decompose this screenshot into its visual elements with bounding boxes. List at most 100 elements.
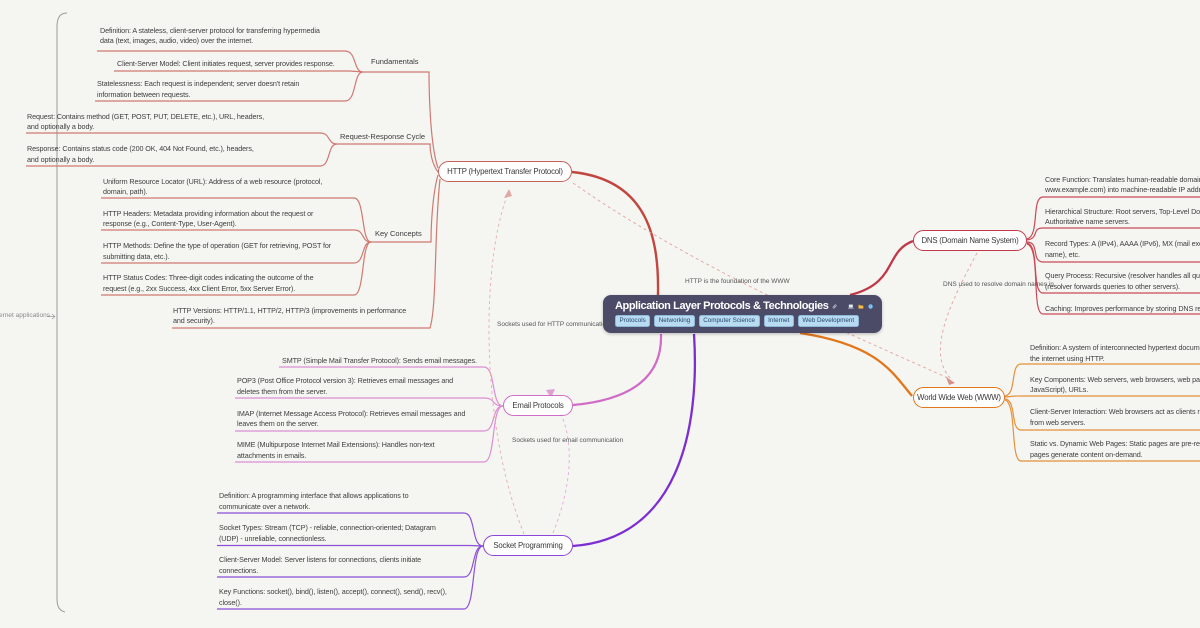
leaf-http-statelessness-line-1: information between requests. xyxy=(97,89,191,99)
leaf-http-headers-line-0: HTTP Headers: Metadata providing informa… xyxy=(103,208,314,218)
leaf-http-versions[interactable]: HTTP Versions: HTTP/1.1, HTTP/2, HTTP/3 … xyxy=(173,306,406,328)
topic-www[interactable]: World Wide Web (WWW) xyxy=(913,387,1005,408)
leaf-socket-client-server-line-1: connections. xyxy=(219,565,259,575)
leaf-www-client-server-interaction[interactable]: Client-Server Interaction: Web browsers … xyxy=(1030,407,1200,429)
tag-internet[interactable]: Internet xyxy=(763,315,794,327)
leaf-dns-record-types[interactable]: Record Types: A (IPv4), AAAA (IPv6), MX … xyxy=(1045,239,1200,261)
leaf-dns-query-process-line-0: Query Process: Recursive (resolver handl… xyxy=(1045,271,1200,280)
leaf-www-client-server-interaction-line-0: Client-Server Interaction: Web browsers … xyxy=(1030,407,1200,416)
leaf-www-static-dynamic[interactable]: Static vs. Dynamic Web Pages: Static pag… xyxy=(1030,439,1200,461)
central-to-socket-link xyxy=(572,333,697,548)
leaf-http-versions-line-0: HTTP Versions: HTTP/1.1, HTTP/2, HTTP/3 … xyxy=(173,305,407,315)
topic-socket-label: Socket Programming xyxy=(493,541,563,550)
leaf-http-status-codes-line-1: request (e.g., 2xx Success, 4xx Client E… xyxy=(103,283,296,293)
leaf-http-request[interactable]: Request: Contains method (GET, POST, PUT… xyxy=(27,112,264,134)
leaf-socket-client-server[interactable]: Client-Server Model: Server listens for … xyxy=(219,555,421,577)
leaf-dns-query-process[interactable]: Query Process: Recursive (resolver handl… xyxy=(1045,271,1200,293)
arrowhead-http xyxy=(504,189,512,198)
leaf-dns-caching[interactable]: Caching: Improves performance by storing… xyxy=(1045,304,1200,315)
central-to-http-link xyxy=(571,170,660,296)
leaf-email-pop3[interactable]: POP3 (Post Office Protocol version 3): R… xyxy=(237,376,453,398)
leaf-http-request-line-0: Request: Contains method (GET, POST, PUT… xyxy=(27,111,265,121)
leaf-http-client-server-model[interactable]: Client-Server Model: Client initiates re… xyxy=(117,59,335,70)
subtopic-key-concepts[interactable]: Key Concepts xyxy=(375,229,422,238)
leaf-www-definition[interactable]: Definition: A system of interconnected h… xyxy=(1030,343,1200,365)
topic-socket-programming[interactable]: Socket Programming xyxy=(483,535,573,556)
leaf-dns-hierarchical-structure-line-0: Hierarchical Structure: Root servers, To… xyxy=(1045,206,1200,216)
leaf-http-url-line-0: Uniform Resource Locator (URL): Address … xyxy=(103,176,323,186)
summary-bracket xyxy=(47,12,68,613)
leaf-email-mime-line-0: MIME (Multipurpose Internet Mail Extensi… xyxy=(237,440,435,449)
tag-web-development[interactable]: Web Development xyxy=(797,315,859,327)
leaf-http-response[interactable]: Response: Contains status code (200 OK, … xyxy=(27,144,254,166)
socket-branch-lines xyxy=(217,512,484,610)
leaf-dns-record-types-line-0: Record Types: A (IPv4), AAAA (IPv6), MX … xyxy=(1045,239,1200,248)
link-socket-to-email xyxy=(550,396,570,534)
leaf-dns-hierarchical-structure[interactable]: Hierarchical Structure: Root servers, To… xyxy=(1045,207,1200,229)
leaf-email-mime[interactable]: MIME (Multipurpose Internet Mail Extensi… xyxy=(237,440,435,462)
tag-protocols[interactable]: Protocols xyxy=(615,315,651,327)
central-to-email-link xyxy=(572,333,663,407)
leaf-http-statelessness-line-0: Statelessness: Each request is independe… xyxy=(97,79,300,88)
leaf-www-key-components[interactable]: Key Components: Web servers, web browser… xyxy=(1030,375,1200,397)
leaf-http-url[interactable]: Uniform Resource Locator (URL): Address … xyxy=(103,177,322,199)
leaf-dns-record-types-line-1: name), etc. xyxy=(1045,249,1080,259)
leaf-socket-definition[interactable]: Definition: A programming interface that… xyxy=(219,491,409,513)
http-branch-lines xyxy=(26,50,441,329)
leaf-http-methods[interactable]: HTTP Methods: Define the type of operati… xyxy=(103,241,331,263)
leaf-http-methods-line-1: submitting data, etc.). xyxy=(103,251,170,261)
leaf-http-definition-line-1: data (text, images, audio, video) over t… xyxy=(100,36,254,46)
leaf-email-smtp[interactable]: SMTP (Simple Mail Transfer Protocol): Se… xyxy=(282,356,477,367)
topic-http[interactable]: HTTP (Hypertext Transfer Protocol) xyxy=(438,161,572,182)
leaf-http-statelessness[interactable]: Statelessness: Each request is independe… xyxy=(97,79,299,101)
leaf-dns-core-function-line-0: Core Function: Translates human-readable… xyxy=(1045,174,1200,184)
leaf-email-mime-line-1: attachments in emails. xyxy=(237,450,307,460)
topic-www-label: World Wide Web (WWW) xyxy=(917,393,1001,402)
subtopic-request-response-cycle[interactable]: Request-Response Cycle xyxy=(340,132,426,141)
leaf-email-pop3-line-1: deletes them from the server. xyxy=(237,386,328,396)
www-branch-lines xyxy=(1004,363,1200,462)
leaf-dns-core-function[interactable]: Core Function: Translates human-readable… xyxy=(1045,175,1200,197)
leaf-www-static-dynamic-line-0: Static vs. Dynamic Web Pages: Static pag… xyxy=(1030,439,1200,448)
central-node[interactable]: Application Layer Protocols & Technologi… xyxy=(603,295,882,333)
topic-email-label: Email Protocols xyxy=(512,401,564,410)
leaf-dns-core-function-line-1: www.example.com) into machine-readable I… xyxy=(1045,185,1200,195)
arrowhead-www xyxy=(946,377,955,385)
leaf-socket-key-functions-line-0: Key Functions: socket(), bind(), listen(… xyxy=(219,587,447,596)
leaf-socket-key-functions-line-1: close(). xyxy=(219,597,242,607)
tag-networking[interactable]: Networking xyxy=(654,315,695,327)
leaf-socket-definition-line-0: Definition: A programming interface that… xyxy=(219,491,409,500)
leaf-www-static-dynamic-line-1: pages generate content on-demand. xyxy=(1030,449,1143,459)
leaf-socket-key-functions[interactable]: Key Functions: socket(), bind(), listen(… xyxy=(219,587,447,609)
topic-dns[interactable]: DNS (Domain Name System) xyxy=(913,230,1027,251)
leaf-http-definition[interactable]: Definition: A stateless, client-server p… xyxy=(100,26,320,48)
leaf-socket-types[interactable]: Socket Types: Stream (TCP) - reliable, c… xyxy=(219,523,436,545)
email-branch-lines xyxy=(235,366,504,463)
leaf-http-headers[interactable]: HTTP Headers: Metadata providing informa… xyxy=(103,209,313,231)
subtopic-fundamentals[interactable]: Fundamentals xyxy=(371,57,419,66)
leaf-http-status-codes[interactable]: HTTP Status Codes: Three-digit codes ind… xyxy=(103,273,314,295)
leaf-socket-types-line-1: (UDP) - unreliable, connectionless. xyxy=(219,533,327,543)
leaf-http-response-line-1: and optionally a body. xyxy=(27,154,95,164)
leaf-email-pop3-line-0: POP3 (Post Office Protocol version 3): R… xyxy=(237,376,454,385)
leaf-www-key-components-line-0: Key Components: Web servers, web browser… xyxy=(1030,374,1200,384)
summary-internet-applications[interactable]: internet applications xyxy=(0,312,50,319)
leaf-http-status-codes-line-0: HTTP Status Codes: Three-digit codes ind… xyxy=(103,273,314,282)
leaf-http-url-line-1: domain, path). xyxy=(103,187,148,197)
laptop-icon xyxy=(848,303,855,308)
leaf-socket-types-line-0: Socket Types: Stream (TCP) - reliable, c… xyxy=(219,523,436,532)
arrowhead-email xyxy=(546,389,555,398)
leaf-dns-query-process-line-1: (resolver forwards queries to other serv… xyxy=(1045,281,1180,291)
topic-email-protocols[interactable]: Email Protocols xyxy=(503,395,573,416)
central-tags: Protocols Networking Computer Science In… xyxy=(615,315,873,327)
leaf-socket-definition-line-1: communicate over a network. xyxy=(219,501,311,511)
dns-branch-lines xyxy=(1026,196,1200,315)
leaf-socket-client-server-line-0: Client-Server Model: Server listens for … xyxy=(219,555,422,564)
central-to-www-link xyxy=(799,331,913,397)
leaf-http-definition-line-0: Definition: A stateless, client-server p… xyxy=(100,25,320,35)
leaf-http-client-server-model-line-0: Client-Server Model: Client initiates re… xyxy=(117,58,335,68)
central-title: Application Layer Protocols & Technologi… xyxy=(615,300,829,312)
tag-computer-science[interactable]: Computer Science xyxy=(698,315,760,327)
leaf-email-imap[interactable]: IMAP (Internet Message Access Protocol):… xyxy=(237,409,465,431)
link-socket-to-http xyxy=(488,190,525,535)
